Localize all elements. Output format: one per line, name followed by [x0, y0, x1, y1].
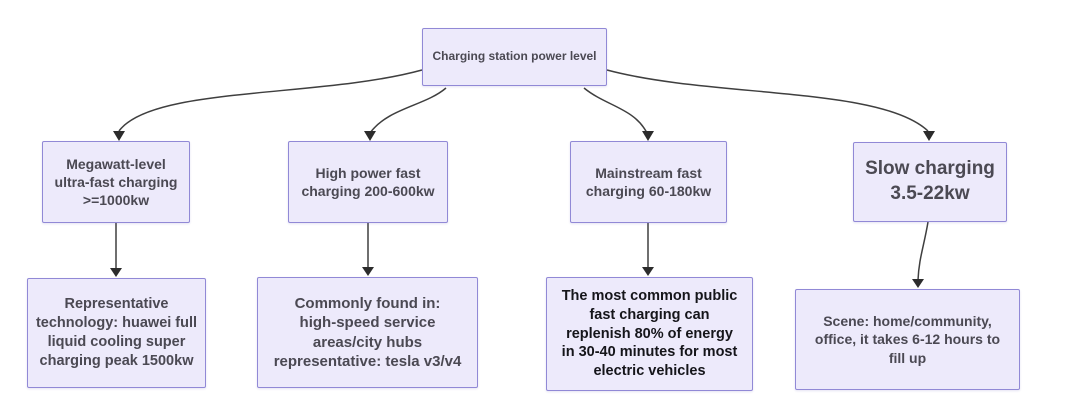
connector-lines — [115, 69, 929, 281]
node-high-power-detail: Commonly found in: high-speed service ar… — [257, 277, 478, 388]
node-label: Representative technology: huawei full l… — [35, 296, 198, 369]
node-label: High power fast charging 200-600kw — [301, 164, 435, 199]
node-megawatt-detail: Representative technology: huawei full l… — [27, 278, 206, 388]
edge-root-to-branch2 — [369, 87, 447, 134]
arrowheads — [110, 131, 935, 288]
edge-root-to-branch1 — [118, 69, 423, 132]
node-charging-station-power-level: Charging station power level — [422, 28, 607, 86]
node-high-power-fast-charging: High power fast charging 200-600kw — [288, 141, 448, 223]
node-label: Mainstream fast charging 60-180kw — [585, 164, 712, 199]
arrowhead-branch1-top — [113, 131, 125, 141]
node-label: Megawatt-level ultra-fast charging >=100… — [54, 155, 178, 209]
arrowhead-branch3-top — [642, 131, 654, 141]
node-megawatt-ultra-fast-charging: Megawatt-level ultra-fast charging >=100… — [42, 141, 190, 223]
node-root-label: Charging station power level — [432, 49, 597, 64]
edge-root-to-branch4 — [606, 69, 929, 132]
arrowhead-branch1-bottom — [110, 268, 122, 277]
edge-root-to-branch3 — [583, 87, 648, 134]
edge-branch4-down — [917, 221, 929, 281]
node-mainstream-fast-charging: Mainstream fast charging 60-180kw — [570, 141, 727, 223]
arrowhead-branch3-bottom — [642, 267, 654, 276]
node-slow-charging-detail: Scene: home/community, office, it takes … — [795, 289, 1020, 390]
node-mainstream-detail: The most common public fast charging can… — [546, 277, 753, 391]
arrowhead-branch2-bottom — [362, 267, 374, 276]
node-slow-charging: Slow charging 3.5-22kw — [853, 142, 1007, 222]
arrowhead-branch4-top — [923, 131, 935, 141]
arrowhead-branch2-top — [364, 131, 376, 141]
node-label: Commonly found in: high-speed service ar… — [273, 294, 462, 371]
node-label: Slow charging 3.5-22kw — [865, 158, 995, 204]
arrowhead-branch4-bottom — [912, 279, 924, 288]
node-label: The most common public fast charging can… — [561, 287, 738, 380]
node-label: Scene: home/community, office, it takes … — [814, 313, 1001, 366]
